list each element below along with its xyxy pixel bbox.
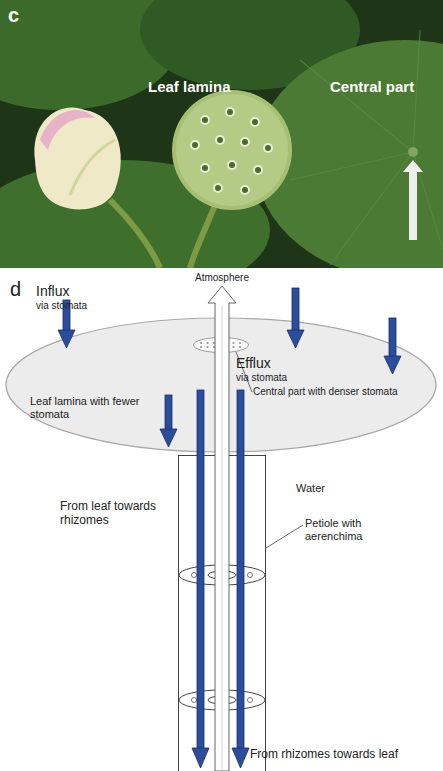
node-label: Petiole with aerenchima	[305, 517, 395, 542]
panel-letter: c	[8, 4, 19, 27]
flow-label: From leaf towards rhizomes	[60, 500, 170, 528]
petiole-outline	[178, 455, 266, 771]
central-outline	[193, 337, 249, 353]
lotus-photo	[0, 0, 443, 268]
central-part-ellipse: Central part with denser stomata	[193, 337, 249, 353]
atmosphere-label: Atmosphere	[182, 272, 262, 284]
flow-label: via stomata	[236, 372, 287, 384]
flow-label: Efflux	[236, 355, 271, 371]
leaf-lamina-ellipse: Leaf lamina with fewer stomata Central pa…	[5, 317, 437, 453]
node-label: Leaf lamina with fewer stomata	[30, 395, 160, 420]
flow-label: Influx	[36, 283, 69, 299]
node-label: Central part with denser stomata	[253, 386, 428, 398]
water-label: Water	[296, 482, 325, 495]
petiole-rect: Petiole with aerenchima	[178, 455, 266, 771]
flow-label: From rhizomes towards leaf	[250, 748, 440, 762]
photo-label: Central part	[330, 78, 414, 95]
flow-label: via stomata	[36, 300, 87, 312]
panel-letter: d	[10, 278, 21, 301]
photo-label: Leaf lamina	[148, 78, 231, 95]
